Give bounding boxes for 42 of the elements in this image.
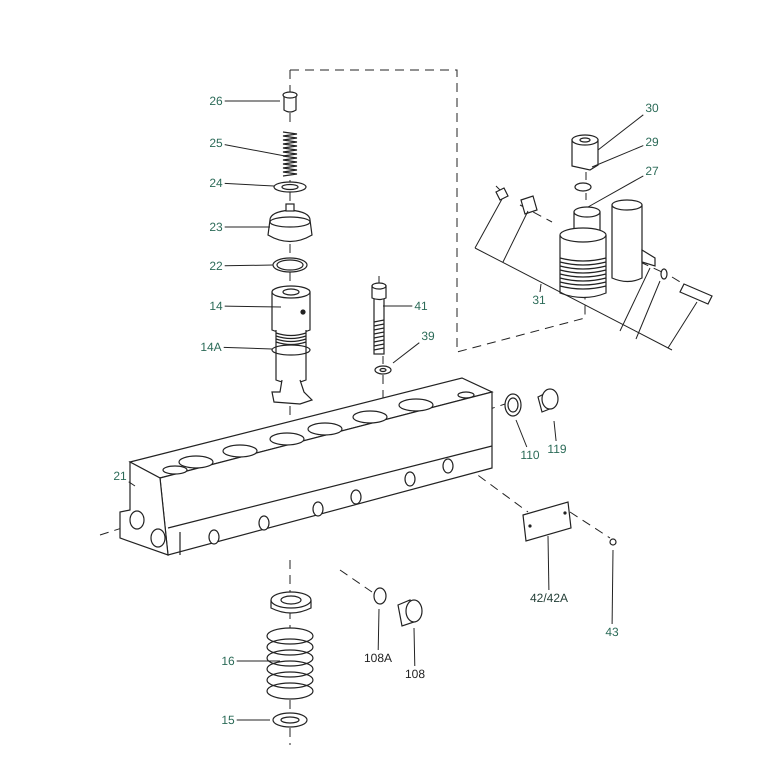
leader-line bbox=[554, 420, 557, 442]
leader-line bbox=[224, 306, 282, 308]
leader-line bbox=[236, 660, 280, 662]
leader-line bbox=[128, 481, 136, 486]
leader-line bbox=[414, 628, 416, 666]
callout-number: 15 bbox=[220, 713, 236, 727]
leader-line bbox=[224, 182, 274, 186]
leader-line bbox=[224, 264, 274, 266]
callout-number: 119 bbox=[546, 442, 568, 456]
callout-number: 108A bbox=[362, 651, 394, 665]
leader-line bbox=[224, 144, 286, 156]
callout-number: 29 bbox=[644, 135, 660, 149]
callout-number: 22 bbox=[208, 259, 224, 273]
leader-line bbox=[224, 100, 280, 102]
leader-line bbox=[223, 346, 272, 350]
callout-number: 25 bbox=[208, 136, 224, 150]
callout-number: 26 bbox=[208, 94, 224, 108]
leader-line bbox=[516, 420, 528, 448]
callout-number: 21 bbox=[112, 469, 128, 483]
leader-line bbox=[474, 198, 698, 350]
callout-number: 43 bbox=[604, 625, 620, 639]
callout-number: 27 bbox=[644, 164, 660, 178]
leader-line bbox=[378, 608, 380, 650]
callout-number: 23 bbox=[208, 220, 224, 234]
callout-number: 42/42A bbox=[528, 591, 570, 605]
callout-number: 39 bbox=[420, 329, 436, 343]
callout-number: 16 bbox=[220, 654, 236, 668]
leader-line bbox=[548, 536, 550, 590]
callout-number: 14 bbox=[208, 299, 224, 313]
leader-line bbox=[224, 226, 270, 228]
leader-line bbox=[592, 145, 644, 168]
callout-number: 14A bbox=[199, 340, 223, 354]
callout-number: 24 bbox=[208, 176, 224, 190]
leader-line bbox=[612, 550, 614, 624]
callout-number: 30 bbox=[644, 101, 660, 115]
callout-number: 110 bbox=[519, 448, 541, 462]
leader-line bbox=[588, 175, 644, 208]
callout-number: 41 bbox=[413, 299, 429, 313]
callout-number: 31 bbox=[531, 293, 547, 307]
leader-line bbox=[392, 342, 420, 364]
callout-number: 108 bbox=[404, 667, 426, 681]
leader-line bbox=[598, 114, 644, 150]
